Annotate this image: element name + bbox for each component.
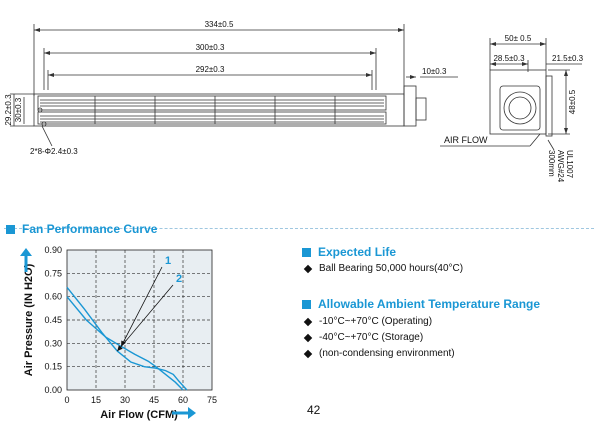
temperature-title: Allowable Ambient Temperature Range xyxy=(318,297,541,311)
dim-height-outer: 30±0.3 xyxy=(14,97,23,122)
chart-series xyxy=(66,286,188,391)
bullet-diamond-icon xyxy=(303,317,313,326)
x-axis-label: Air Flow (CFM) xyxy=(100,409,178,421)
bullet-diamond-icon xyxy=(303,349,313,358)
dimension-drawing: 334±0.5 300±0.3 292±0.3 10±0.3 2*8-Φ2.4±… xyxy=(4,20,584,183)
temperature-item: (non-condensing environment) xyxy=(303,348,455,359)
dim-end-width: 10±0.3 xyxy=(422,67,447,76)
y-tick-label: 0.45 xyxy=(44,315,62,325)
expected-life-item: Ball Bearing 50,000 hours(40°C) xyxy=(303,263,464,274)
cable-label-3: 300mm xyxy=(547,150,556,177)
axis-arrow-right-icon xyxy=(172,407,196,419)
dim-side-offset: 21.5±0.3 xyxy=(552,54,584,63)
y-tick-label: 0.75 xyxy=(44,268,62,278)
dim-side-inner: 28.5±0.3 xyxy=(493,54,525,63)
dim-height-inner: 29.2±0.3 xyxy=(4,94,13,126)
x-tick-label: 30 xyxy=(120,395,130,405)
curve-series-1 xyxy=(66,296,184,391)
y-tick-label: 0.30 xyxy=(44,338,62,348)
bullet-diamond-icon xyxy=(303,333,313,342)
chart-grid xyxy=(67,250,212,390)
temperature-item: -40°C~+70°C (Storage) xyxy=(303,332,424,343)
y-tick-label: 0.00 xyxy=(44,385,62,395)
x-tick-label: 60 xyxy=(178,395,188,405)
x-tick-label: 45 xyxy=(149,395,159,405)
airflow-label: AIR FLOW xyxy=(444,135,488,145)
temperature-operating: -10°C~+70°C (Operating) xyxy=(319,316,433,327)
cable-label-1: UL1007 xyxy=(565,150,574,179)
dim-impeller-length: 292±0.3 xyxy=(196,65,225,74)
x-tick-label: 75 xyxy=(207,395,217,405)
x-tick-label: 15 xyxy=(91,395,101,405)
section-square-icon xyxy=(302,247,311,257)
section-square-icon xyxy=(6,224,15,234)
axis-arrow-up-icon xyxy=(20,248,32,272)
dim-overall-length: 334±0.5 xyxy=(205,20,234,29)
perf-section-header: Fan Performance Curve xyxy=(6,222,157,236)
series-leader-arrow xyxy=(117,345,123,352)
y-tick-label: 0.15 xyxy=(44,362,62,372)
dim-holes: 2*8-Φ2.4±0.3 xyxy=(30,147,78,156)
bullet-diamond-icon xyxy=(303,264,313,273)
perf-title: Fan Performance Curve xyxy=(22,222,158,236)
section-square-icon xyxy=(302,299,311,309)
x-tick-label: 0 xyxy=(64,395,69,405)
dim-side-height: 48±0.5 xyxy=(568,89,577,114)
expected-life-text: Ball Bearing 50,000 hours(40°C) xyxy=(319,263,464,274)
chart-series-labels: 12 xyxy=(116,255,182,352)
temperature-note: (non-condensing environment) xyxy=(319,348,455,359)
series-leader-line xyxy=(120,266,163,347)
series-leader-line xyxy=(116,284,174,352)
series-label: 2 xyxy=(176,273,182,285)
page-number: 42 xyxy=(307,403,321,417)
curve-series-2 xyxy=(66,286,188,391)
series-label: 1 xyxy=(165,255,171,267)
temperature-item: -10°C~+70°C (Operating) xyxy=(303,316,433,327)
dim-housing-length: 300±0.3 xyxy=(196,43,225,52)
y-tick-label: 0.60 xyxy=(44,292,62,302)
temperature-storage: -40°C~+70°C (Storage) xyxy=(319,332,424,343)
cable-label-2: AWG#24 xyxy=(556,150,565,183)
dim-side-width: 50± 0.5 xyxy=(505,34,532,43)
temperature-header: Allowable Ambient Temperature Range xyxy=(302,297,540,311)
expected-life-header: Expected Life xyxy=(302,245,396,259)
chart-ticks: 0 15 30 45 60 75 0.00 0.15 0.30 0.45 0.60 0.75 0.90 xyxy=(44,245,217,405)
y-axis-label: Air Pressure (IN H2O) xyxy=(23,263,35,376)
expected-life-title: Expected Life xyxy=(318,245,397,259)
perf-divider xyxy=(4,228,594,229)
y-tick-label: 0.90 xyxy=(44,245,62,255)
